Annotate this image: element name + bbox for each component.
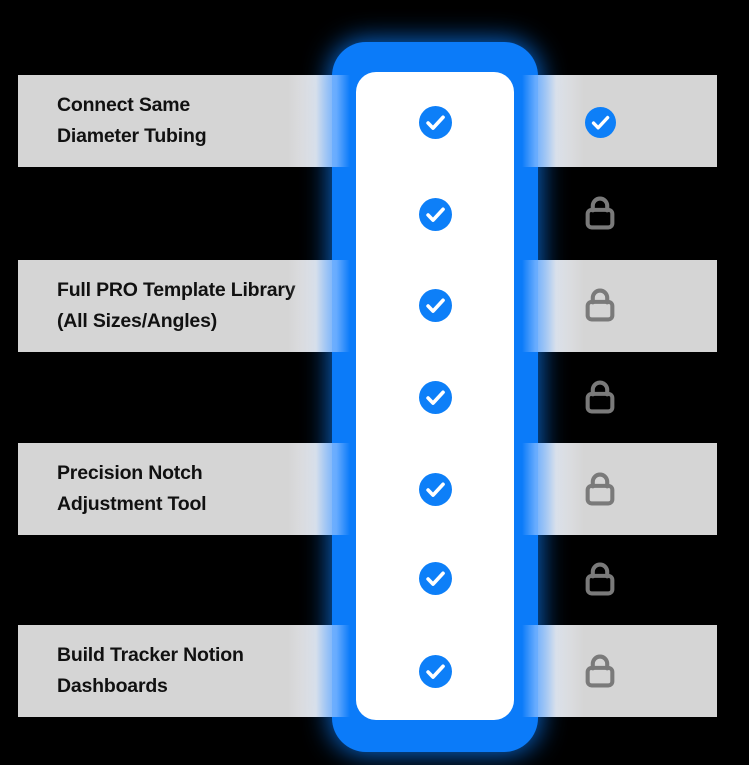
lock-icon (579, 468, 621, 510)
lock-icon (579, 376, 621, 418)
free-cell (576, 373, 624, 421)
pro-cell (411, 281, 459, 329)
pro-cell (411, 190, 459, 238)
pro-cell (411, 647, 459, 695)
feature-row-label: Connect Same Diameter Tubing (57, 94, 207, 147)
lock-icon (579, 650, 621, 692)
pro-cell (411, 98, 459, 146)
free-cell (576, 647, 624, 695)
pro-cell (411, 465, 459, 513)
lock-icon (579, 192, 621, 234)
pro-cell (411, 373, 459, 421)
check-circle-icon (418, 654, 452, 688)
free-cell (576, 98, 624, 146)
feature-row-label: Full PRO Template Library (All Sizes/Ang… (57, 279, 296, 332)
check-circle-icon (418, 472, 452, 506)
check-circle-icon (418, 561, 452, 595)
lock-icon (579, 284, 621, 326)
check-circle-icon (418, 197, 452, 231)
free-cell (576, 281, 624, 329)
check-circle-icon (418, 288, 452, 322)
lock-icon (579, 558, 621, 600)
check-circle-icon (418, 105, 452, 139)
feature-row-label: Precision Notch Adjustment Tool (57, 462, 207, 515)
free-cell (576, 465, 624, 513)
check-circle-icon (418, 380, 452, 414)
check-circle-icon (584, 106, 616, 138)
pro-cell (411, 554, 459, 602)
free-cell (576, 189, 624, 237)
free-cell (576, 555, 624, 603)
feature-row-label: Build Tracker Notion Dashboards (57, 644, 244, 697)
